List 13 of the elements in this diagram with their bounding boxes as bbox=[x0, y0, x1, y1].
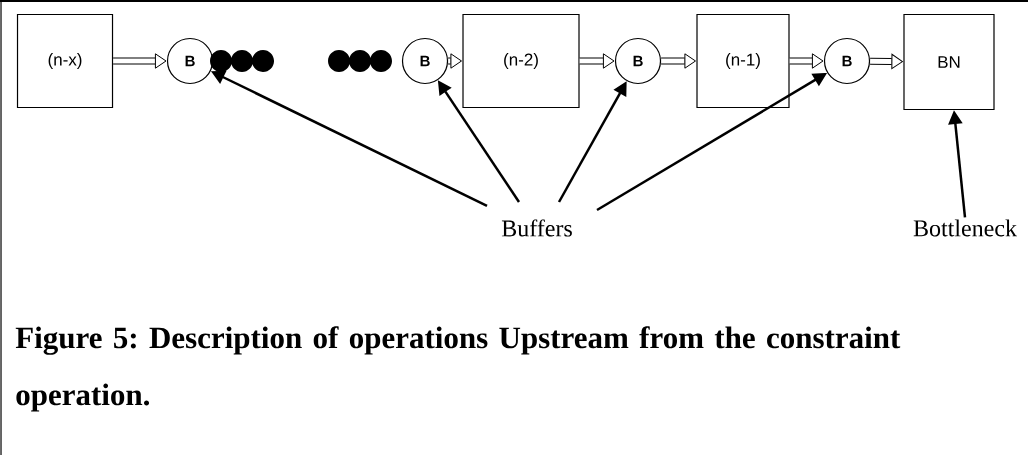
process-box: (n-1) bbox=[696, 13, 790, 109]
flow-arrow bbox=[579, 53, 615, 69]
process-box: BN bbox=[903, 13, 995, 111]
flow-arrow bbox=[113, 53, 167, 69]
process-box: (n-x) bbox=[16, 13, 114, 109]
flow-arrow bbox=[870, 53, 903, 70]
annotation-text: Buffers bbox=[501, 219, 572, 237]
flow-arrow bbox=[448, 53, 462, 69]
flow-arrow bbox=[789, 53, 824, 69]
caption: Figure 5: Description of operations Upstream from the constraint operation. bbox=[15, 326, 901, 412]
process-box: (n-2) bbox=[462, 13, 580, 109]
annotation-text: Bottleneck bbox=[913, 219, 1017, 237]
flow-arrow bbox=[661, 53, 696, 69]
